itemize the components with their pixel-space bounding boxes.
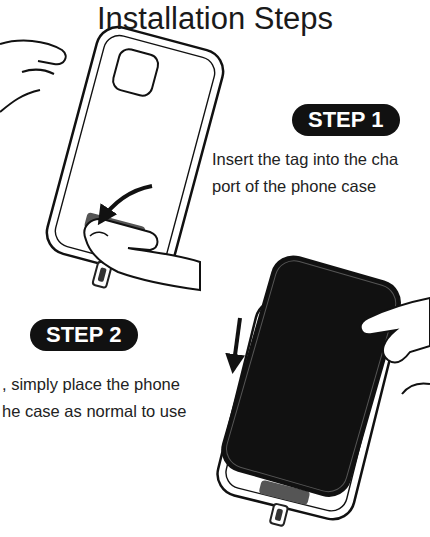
step-label: STEP 1 <box>308 107 383 133</box>
place-arrow <box>233 318 240 370</box>
hand <box>84 219 200 290</box>
step-label: STEP 2 <box>46 322 121 348</box>
instruction-text: Insert the tag into the cha port of the … <box>212 146 426 200</box>
thumbnail <box>90 232 108 236</box>
instruction-text: , simply place the phone he case as norm… <box>2 371 188 425</box>
insert-arrow <box>100 186 152 222</box>
phone <box>217 251 405 501</box>
step-badge: STEP 2 <box>30 319 138 351</box>
hand <box>0 41 66 112</box>
hand <box>361 298 430 362</box>
hand <box>402 383 430 394</box>
phone-case <box>36 22 228 303</box>
page-title: Installation Steps <box>0 1 430 37</box>
step-badge: STEP 1 <box>292 104 400 136</box>
